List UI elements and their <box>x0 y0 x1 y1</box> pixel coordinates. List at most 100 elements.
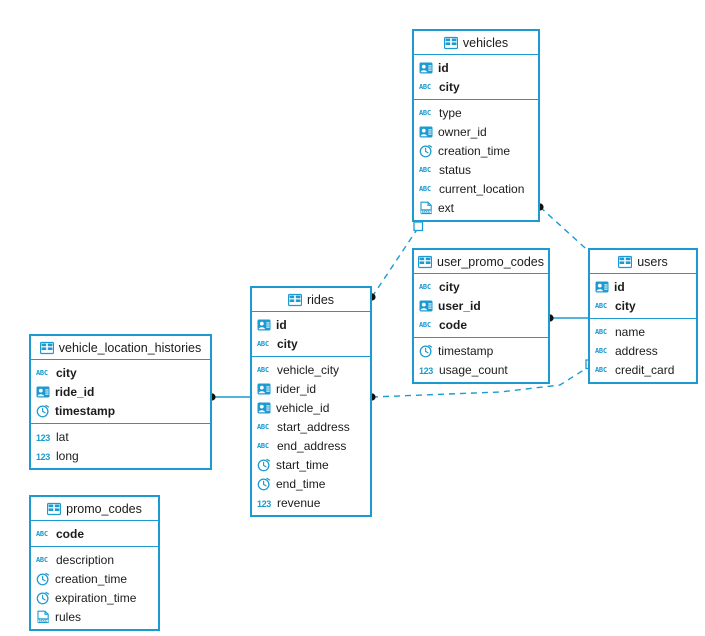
table-header-vehicle_location_histories[interactable]: vehicle_location_histories <box>31 336 210 360</box>
column-row-creation_time[interactable]: creation_time <box>31 569 158 588</box>
column-row-id[interactable]: id <box>252 315 370 334</box>
column-label: id <box>438 60 449 75</box>
table-name: vehicle_location_histories <box>58 340 202 355</box>
column-label: start_address <box>277 419 350 434</box>
table-grid-icon <box>618 255 633 269</box>
column-row-timestamp[interactable]: timestamp <box>31 401 210 420</box>
identity-card-icon <box>257 401 271 415</box>
table-header-promo_codes[interactable]: promo_codes <box>31 497 158 521</box>
column-row-ext[interactable]: JSON ext <box>414 198 538 217</box>
table-header-users[interactable]: users <box>590 250 696 274</box>
column-label: name <box>615 324 646 339</box>
abc-text-icon: ABC <box>595 327 607 336</box>
table-grid-icon <box>417 255 433 269</box>
column-label: city <box>439 79 460 94</box>
column-label: vehicle_city <box>277 362 340 377</box>
identity-card-icon <box>257 318 271 332</box>
column-label: revenue <box>277 495 321 510</box>
column-label: description <box>56 552 115 567</box>
column-row-id[interactable]: id <box>414 58 538 77</box>
column-row-vehicle_city[interactable]: ABC vehicle_city <box>252 360 370 379</box>
column-row-user_id[interactable]: user_id <box>414 296 548 315</box>
column-label: city <box>277 336 298 351</box>
column-row-name[interactable]: ABC name <box>590 322 696 341</box>
column-row-ride_id[interactable]: ride_id <box>31 382 210 401</box>
clock-icon <box>419 144 433 158</box>
json-document-icon: JSON <box>419 201 433 215</box>
column-label: start_time <box>276 457 329 472</box>
column-label: creation_time <box>55 571 128 586</box>
clock-icon <box>419 344 433 358</box>
column-row-id[interactable]: id <box>590 277 696 296</box>
relationship-endpoint-square <box>413 221 424 232</box>
column-row-timestamp[interactable]: timestamp <box>414 341 548 360</box>
column-label: user_id <box>438 298 481 313</box>
column-label: ext <box>438 200 455 215</box>
clock-icon <box>257 477 271 491</box>
column-label: current_location <box>439 181 525 196</box>
abc-text-icon: ABC <box>419 108 431 117</box>
table-name: vehicles <box>462 35 509 50</box>
column-label: expiration_time <box>55 590 137 605</box>
json-document-icon: JSON <box>36 610 50 624</box>
column-label: rider_id <box>276 381 317 396</box>
table-name: users <box>637 254 668 269</box>
column-row-vehicle_id[interactable]: vehicle_id <box>252 398 370 417</box>
column-label: end_address <box>277 438 347 453</box>
column-label: city <box>439 279 460 294</box>
table-header-rides[interactable]: rides <box>252 288 370 312</box>
123-number-icon: 123 <box>419 365 433 376</box>
clock-icon <box>36 404 50 418</box>
identity-card-icon <box>419 125 433 139</box>
column-row-start_time[interactable]: start_time <box>252 455 370 474</box>
column-row-expiration_time[interactable]: expiration_time <box>31 588 158 607</box>
column-row-creation_time[interactable]: creation_time <box>414 141 538 160</box>
abc-text-icon: ABC <box>257 365 269 374</box>
123-number-icon: 123 <box>36 432 50 443</box>
table-header-vehicles[interactable]: vehicles <box>414 31 538 55</box>
identity-card-icon <box>257 382 271 396</box>
column-label: creation_time <box>438 143 511 158</box>
column-row-end_time[interactable]: end_time <box>252 474 370 493</box>
column-label: ride_id <box>55 384 95 399</box>
column-row-rider_id[interactable]: rider_id <box>252 379 370 398</box>
table-header-user_promo_codes[interactable]: user_promo_codes <box>414 250 548 274</box>
column-row-owner_id[interactable]: owner_id <box>414 122 538 141</box>
identity-card-icon <box>36 385 50 399</box>
column-label: code <box>56 526 85 541</box>
